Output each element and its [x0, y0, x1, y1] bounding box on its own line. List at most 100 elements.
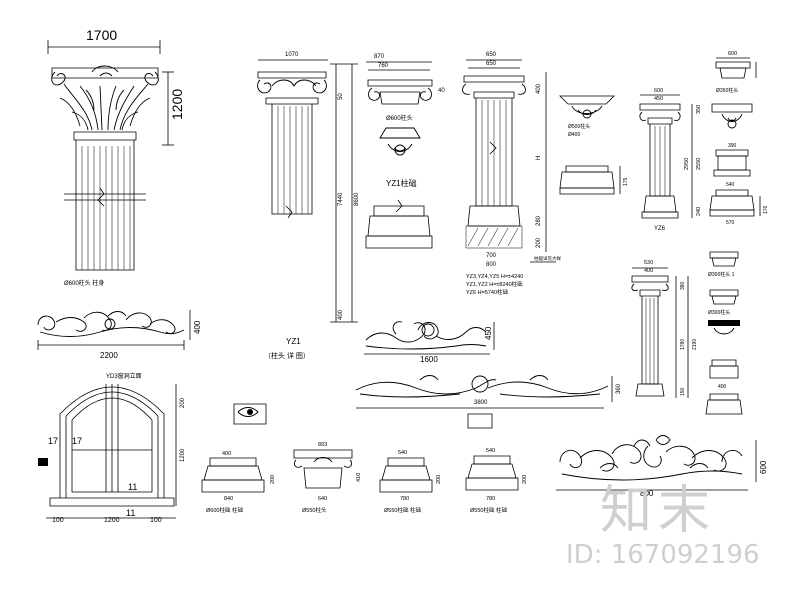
dim-col3-b: 650 [486, 61, 497, 67]
dim-cap2-c: 40 [438, 88, 445, 94]
label-cap2-d600: Ø600柱头 [386, 114, 413, 122]
dim-yz6-b: 450 [654, 96, 663, 102]
dim-yz1-cap: 1070 [285, 52, 299, 58]
b3-note: Ø550柱础 柱础 [384, 506, 421, 514]
win-width: 1200 [104, 517, 120, 524]
dim-cap2-b: 760 [378, 63, 389, 69]
win-side: 11 [128, 482, 137, 492]
dim-b4-bot: 780 [486, 496, 495, 502]
column-yz3: 650 650 700 800 400 H 280 200 YZ3,YZ4,YZ… [462, 52, 561, 296]
dim-br-h: 600 [759, 460, 768, 474]
dim-top-width: 1700 [86, 27, 117, 43]
corinthian-column: 1700 1200 Ø600柱头 柱身 [47, 27, 185, 287]
dim-midr-d: 1780 [680, 339, 686, 350]
base-4: 540 780 200 Ø550柱础 柱础 [465, 448, 528, 514]
yz6-name: YZ6 [654, 226, 666, 232]
dim-col3-h: H [536, 156, 542, 160]
dim-frieze1-w: 1600 [420, 355, 438, 364]
dim-frieze2-h: 360 [616, 383, 622, 394]
win-label-2: 17 [72, 436, 82, 446]
b2-note: Ø550柱头 [302, 506, 327, 514]
dim-b2-top: 893 [318, 442, 327, 448]
b4-note: Ø550柱础 柱础 [470, 506, 507, 514]
dim-yz6-a: 600 [654, 88, 663, 94]
dim-b3-top: 540 [398, 450, 407, 456]
dim-col3-a: 650 [486, 52, 497, 58]
small-cap-label2: Ø400 [568, 132, 580, 138]
dim-r2-a: 400 [718, 384, 727, 390]
dim-yz6-e: 2950 [684, 158, 690, 170]
dim-ped-h: 175 [623, 177, 629, 186]
dim-frieze1-h: 450 [484, 326, 493, 340]
label-r2-cap: Ø300柱头 1 [708, 271, 735, 278]
window-title: YD3窗洞立面 [106, 372, 142, 380]
base-1: 400 840 200 Ø600柱础 柱础 [201, 451, 276, 514]
dim-b1-top: 400 [222, 451, 231, 457]
win-mid: 11 [126, 508, 135, 518]
dim-b1-bot: 840 [224, 496, 233, 502]
dim-r-d: 176 [763, 205, 769, 214]
dim-midr-b: 400 [644, 268, 653, 274]
yz1-note: （柱头 详 图） [264, 351, 310, 360]
dim-r-c: 570 [726, 220, 735, 226]
column-yz1: 1070 50 7440 8600 400 YZ1 （柱头 详 图） [257, 52, 360, 360]
dim-br-w: 800 [640, 489, 654, 498]
frieze-long: 3800 360 [355, 375, 622, 429]
dim-col3-base-b: 800 [486, 262, 497, 268]
label-r-cap: Ø350柱头 [716, 87, 738, 94]
dim-orn-width: 2200 [100, 351, 118, 360]
label-600-note: Ø600柱头 柱身 [64, 279, 104, 287]
dim-yz1-h3: 8600 [354, 192, 360, 206]
dim-b2-bot: 640 [318, 496, 327, 502]
dim-midr-f: 150 [680, 387, 686, 396]
dim-midr-c: 380 [680, 281, 686, 290]
dim-orn-height: 400 [193, 320, 202, 334]
small-rosette [233, 403, 267, 425]
dim-r-a: 390 [728, 143, 737, 149]
dim-r-top: 600 [728, 51, 737, 57]
dim-b4-top: 540 [486, 448, 495, 454]
ionic-capital-detail: 870 760 40 Ø600柱头 YZ1柱础 [365, 54, 445, 249]
dim-midr-e: 2190 [692, 339, 698, 350]
dim-midr-a: 530 [644, 260, 653, 266]
dim-cap2-a: 870 [374, 54, 385, 60]
dim-b2-h: 410 [356, 473, 362, 482]
right-detail-stack: 600 Ø350柱头 390 540 570 176 [709, 51, 769, 226]
dim-col3-e: 200 [536, 237, 542, 248]
dim-r-b: 540 [726, 182, 735, 188]
dim-b4-h: 200 [522, 475, 528, 484]
win-bottom-left: 100 [52, 517, 64, 524]
dim-col3-c: 400 [536, 83, 542, 94]
col3-leader: 柱础详见大样 [534, 255, 561, 262]
scroll-ornament-left: 2200 400 [37, 310, 202, 360]
col3-note3: YZ6 H=5740柱础 [466, 288, 509, 296]
dim-col3-base-a: 700 [486, 253, 497, 259]
label-yz1-detail: YZ1柱础 [386, 178, 417, 188]
small-capital-pedestal: Ø500柱头 Ø400 175 [559, 95, 629, 195]
col3-note1: YZ3,YZ4,YZ5 H=±4240 [466, 274, 523, 280]
frieze-small: 1600 450 [364, 321, 495, 364]
yz1-name: YZ1 [286, 337, 301, 346]
dim-b3-h: 200 [436, 475, 442, 484]
dim-frieze2-w: 3800 [474, 400, 488, 406]
watermark-id: ID: 167092196 [566, 540, 760, 570]
column-yz6: 600 450 YZ6 350 2550 2950 240 [639, 88, 702, 232]
small-cap-label: Ø500柱头 [568, 123, 590, 130]
dim-yz6-f: 240 [696, 207, 702, 216]
right-detail-stack-2: Ø300柱头 1 Ø300柱头 400 [705, 251, 743, 415]
col3-note2: YZ1,YZ2 H=±8240柱础 [466, 280, 523, 288]
win-label-1: 17 [48, 436, 58, 446]
dim-yz6-c: 350 [696, 105, 702, 114]
window-elevation: YD3窗洞立面 17 17 11 100 1200 100 11 200 120… [38, 372, 186, 524]
win-h1: 200 [180, 397, 186, 408]
dim-yz1-h1: 50 [338, 93, 344, 100]
base-2: 893 640 410 Ø550柱头 [293, 442, 362, 514]
win-h2: 1200 [180, 448, 186, 462]
dim-yz1-h4: 400 [338, 309, 344, 320]
dim-yz1-h2: 7440 [338, 192, 344, 206]
label-r2-cap2: Ø300柱头 [708, 309, 730, 316]
win-bottom-right: 100 [150, 517, 162, 524]
b1-note: Ø600柱础 柱础 [206, 506, 243, 514]
dim-col3-d: 280 [536, 215, 542, 226]
